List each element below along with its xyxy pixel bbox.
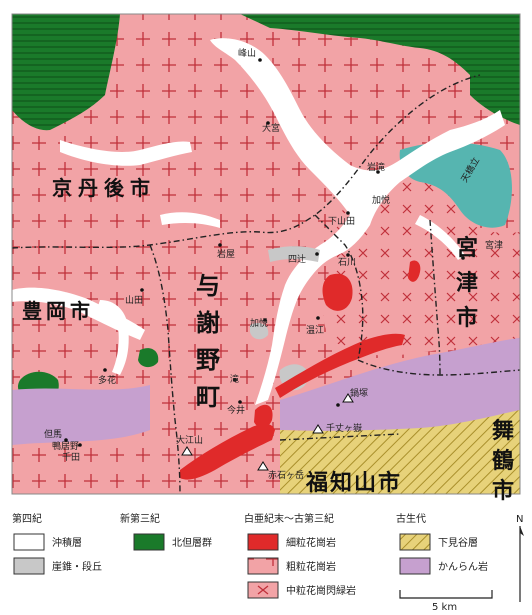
terrace-1 <box>268 246 320 262</box>
place-yamada: 山田 <box>125 295 143 306</box>
place-akaishi: 赤石ヶ岳 <box>268 469 304 481</box>
alluvium-tagoe <box>98 300 129 375</box>
place-kaya-district: 加悦 <box>250 317 268 329</box>
city-miyazu-vertical: 宮 津 市 <box>456 235 478 331</box>
legend-swatch-peridotite <box>399 557 431 575</box>
legend-label-granodiorite: 中粒花崗閃緑岩 <box>286 584 356 597</box>
legend-x-mark <box>257 585 269 595</box>
legend-swatch-alluvium <box>13 533 45 551</box>
place-mineyama: 峰山 <box>238 48 256 59</box>
legend-heading-neogene: 新第三紀 <box>120 512 160 525</box>
place-sengamine: 千丈ヶ嶽 <box>326 423 362 434</box>
north-arrow: N <box>516 514 524 602</box>
legend-label-peridotite: かんらん岩 <box>438 560 488 573</box>
place-iwataki: 岩滝 <box>367 161 385 173</box>
city-yosano-1: 与 <box>196 272 220 300</box>
city-toyooka: 豊岡市 <box>22 299 94 323</box>
city-fukuchiyama: 福知山市 <box>305 470 402 496</box>
legend-label-hokutan: 北但層群 <box>172 536 212 549</box>
legend-heading-paleozoic: 古生代 <box>396 512 426 525</box>
city-maizuru-2: 鶴 <box>492 448 514 474</box>
place-miyazu: 宮津 <box>485 239 503 251</box>
alluvium-strip-1 <box>160 212 220 228</box>
north-label: N <box>516 514 523 525</box>
legend-label-shimomidani: 下見谷層 <box>438 537 478 549</box>
fine-granite-5 <box>254 404 273 428</box>
fine-granite-4 <box>180 423 275 480</box>
hokutan-group-ne <box>240 14 520 86</box>
place-ishikawa: 石川 <box>338 258 356 268</box>
city-maizuru-vertical: 舞 鶴 市 <box>492 418 514 504</box>
hokutan-group-c <box>138 348 159 368</box>
location-dots <box>64 58 465 447</box>
legend: 第四紀 沖積層 崖錐・段丘 新第三紀 北但層群 白亜紀末～古第三紀 細粒花崗岩 … <box>12 512 524 613</box>
legend-heading-quaternary: 第四紀 <box>12 512 42 525</box>
scale-bar: 5 km <box>399 590 493 613</box>
alluvium-main-valley <box>210 38 505 405</box>
city-yosano-3: 野 <box>196 346 220 374</box>
place-tatsunotoge: 鍋塚 <box>350 387 368 399</box>
legend-heading-cretaceous: 白亜紀末～古第三紀 <box>244 512 334 525</box>
city-maizuru-3: 市 <box>492 478 514 504</box>
place-omiya: 大宮 <box>262 122 280 134</box>
alluvium-miyazu <box>415 215 465 260</box>
map-body <box>12 14 520 494</box>
place-shimoyamada: 下山田 <box>328 216 355 227</box>
place-taki: 滝 <box>230 374 239 385</box>
peak-markers <box>181 393 354 471</box>
map-frame <box>11 13 521 495</box>
medium-granodiorite-area <box>323 181 520 356</box>
alluvium-toyooka <box>12 287 145 340</box>
legend-label-terrace: 崖錐・段丘 <box>52 560 102 573</box>
city-yosano-2: 謝 <box>196 309 220 337</box>
fine-granite-3 <box>408 260 421 282</box>
place-iwaya: 岩屋 <box>217 248 235 260</box>
shimomidani-layer <box>280 410 520 494</box>
terrace-3 <box>250 323 269 340</box>
municipal-boundaries <box>12 74 520 494</box>
place-shitsu: 四辻 <box>288 253 306 265</box>
legend-label-fine-granite: 細粒花崗岩 <box>286 536 336 549</box>
place-imazu: 今井 <box>227 404 245 416</box>
hokutan-group-nw <box>12 14 120 131</box>
city-miyazu-2: 津 <box>456 270 478 296</box>
place-yanagawa: 鴨居野 <box>52 440 79 452</box>
city-yosano-vertical: 与 謝 野 町 <box>196 272 220 411</box>
city-kyotango: 京丹後市 <box>52 176 156 200</box>
alluvium-west-valley <box>60 140 192 166</box>
place-fukuyoshi: 温江 <box>306 325 324 336</box>
legend-label-alluvium: 沖積層 <box>52 536 82 549</box>
fine-granite-1 <box>322 273 353 311</box>
city-maizuru-1: 舞 <box>492 418 514 444</box>
fine-granite-2 <box>275 333 405 398</box>
place-senda: 千田 <box>62 452 80 463</box>
legend-swatch-fine-granite <box>247 533 279 551</box>
legend-swatch-shimomidani <box>399 533 431 551</box>
place-oeyama: 大江山 <box>176 434 203 446</box>
place-kaya: 加悦 <box>372 194 390 206</box>
amanohashidate-area <box>399 142 512 228</box>
legend-swatch-coarse-granite <box>247 557 279 575</box>
legend-swatch-terrace <box>13 557 45 575</box>
scale-label: 5 km <box>432 602 457 613</box>
legend-swatch-hokutan <box>133 533 165 551</box>
peridotite-east <box>280 338 520 434</box>
place-tajima: 但馬 <box>44 428 62 440</box>
hokutan-group-e <box>470 30 520 125</box>
legend-label-coarse-granite: 粗粒花崗岩 <box>286 560 336 573</box>
city-miyazu-1: 宮 <box>456 235 478 261</box>
city-miyazu-3: 市 <box>456 305 478 331</box>
place-tagoe: 多花 <box>98 374 116 386</box>
peridotite-west <box>12 385 150 445</box>
city-yosano-4: 町 <box>196 383 220 411</box>
